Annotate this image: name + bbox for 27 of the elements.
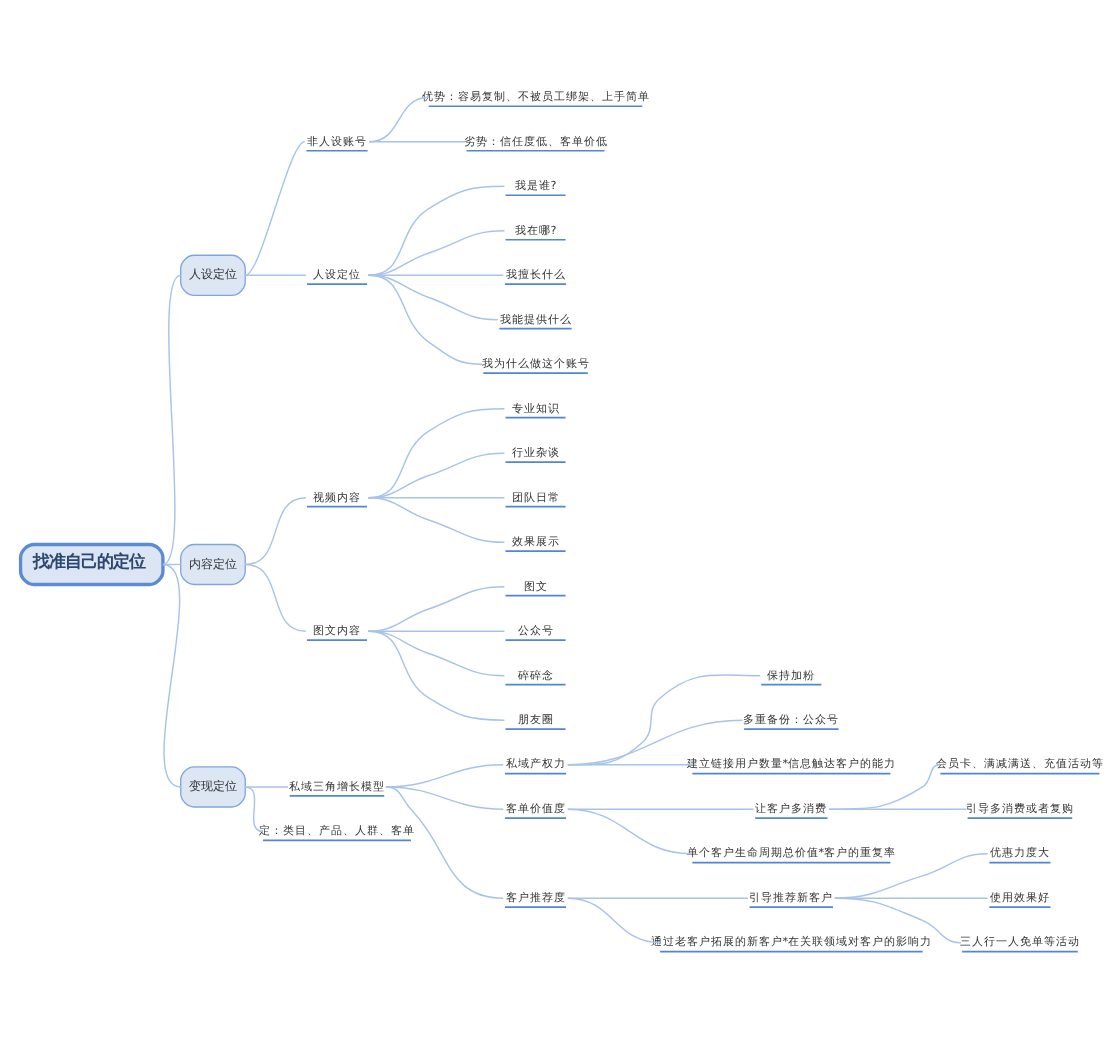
connector	[834, 897, 989, 899]
connector	[385, 786, 504, 899]
connector	[567, 897, 661, 944]
connector	[567, 719, 744, 766]
connector	[567, 897, 749, 899]
connector	[834, 852, 989, 899]
connector	[367, 274, 483, 365]
connector	[828, 808, 968, 810]
connector	[244, 141, 306, 277]
connector	[567, 808, 692, 855]
connector	[367, 497, 506, 543]
connector	[368, 141, 467, 143]
connector	[567, 674, 761, 766]
connector	[244, 786, 289, 788]
connector	[244, 497, 307, 566]
connector	[244, 786, 264, 833]
connector	[385, 786, 504, 810]
connector	[367, 185, 506, 277]
connector	[367, 630, 506, 721]
connector	[367, 586, 506, 632]
connector	[367, 230, 506, 277]
connector	[834, 897, 962, 944]
connector	[567, 763, 692, 766]
connector	[244, 274, 307, 277]
connector	[244, 563, 307, 632]
connector	[567, 808, 755, 810]
node-box: 找准自己的定位	[18, 542, 165, 587]
